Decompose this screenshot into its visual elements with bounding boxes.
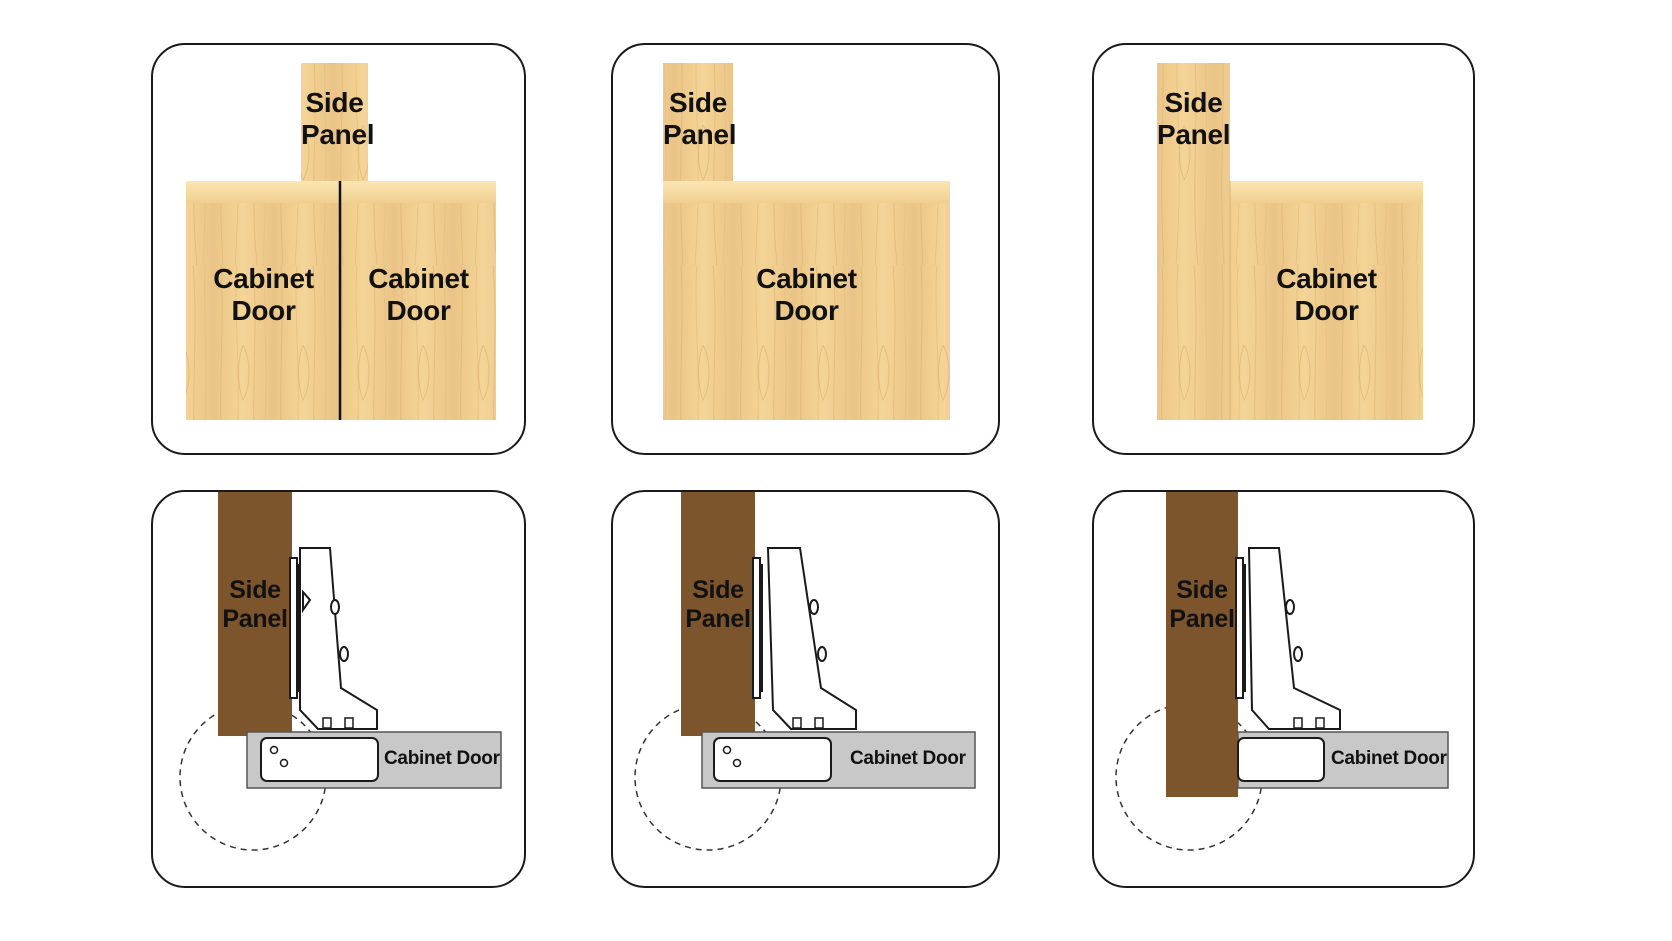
side-panel-shape: [301, 63, 368, 181]
hinge-illustration: [1115, 492, 1449, 851]
hinge-arm-shape: [1247, 547, 1341, 730]
hinge-illustration: [179, 492, 502, 851]
wood-illustration: [663, 63, 950, 420]
hinge-arm-shape: [299, 547, 378, 730]
cabinet-door-shape: [663, 203, 950, 420]
side-panel-shape: [218, 492, 292, 736]
side-panel-shape: [1157, 63, 1230, 420]
wood-illustration: [1157, 63, 1423, 420]
wood-illustration: [186, 63, 496, 420]
cabinet-door-label: Cabinet Door: [850, 748, 966, 769]
cabinet-door-right-shape: [341, 203, 496, 420]
hinge-illustration: [634, 492, 976, 851]
cabinet-door-label: Cabinet Door: [384, 748, 500, 769]
hinge-cup-shape: [260, 737, 379, 782]
hinge-cup-shape: [1237, 737, 1325, 782]
cabinet-door-shape: [1230, 203, 1423, 420]
hinge-cup-shape: [713, 737, 832, 782]
side-panel-shape: [681, 492, 755, 736]
hinge-arm-shape: [766, 547, 857, 730]
side-panel-shape: [1166, 492, 1238, 797]
cabinet-door-label: Cabinet Door: [1331, 748, 1447, 769]
cabinet-door-left-shape: [186, 203, 341, 420]
side-panel-shape: [663, 63, 733, 181]
door-top-edge: [663, 181, 950, 203]
door-top-edge: [1230, 181, 1423, 203]
